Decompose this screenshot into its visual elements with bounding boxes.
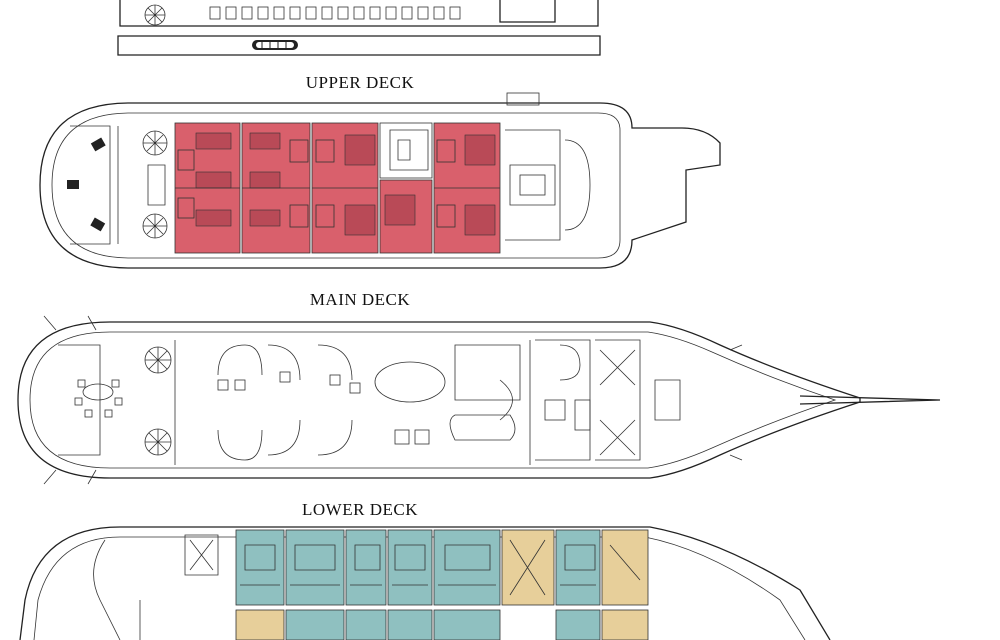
upper-deck-label: UPPER DECK xyxy=(305,73,415,92)
lifeboat-icon xyxy=(252,40,298,50)
lower-deck-cabins xyxy=(235,529,649,640)
lower-deck-plan xyxy=(19,526,831,640)
upper-deck-plan xyxy=(39,92,721,269)
lower-deck-label: LOWER DECK xyxy=(302,500,418,519)
sun-loungers xyxy=(209,6,461,20)
main-deck-label: MAIN DECK xyxy=(309,290,411,309)
upper-deck-cabins xyxy=(174,122,501,254)
sun-deck-plan xyxy=(117,0,601,56)
main-deck-plan xyxy=(17,315,941,485)
